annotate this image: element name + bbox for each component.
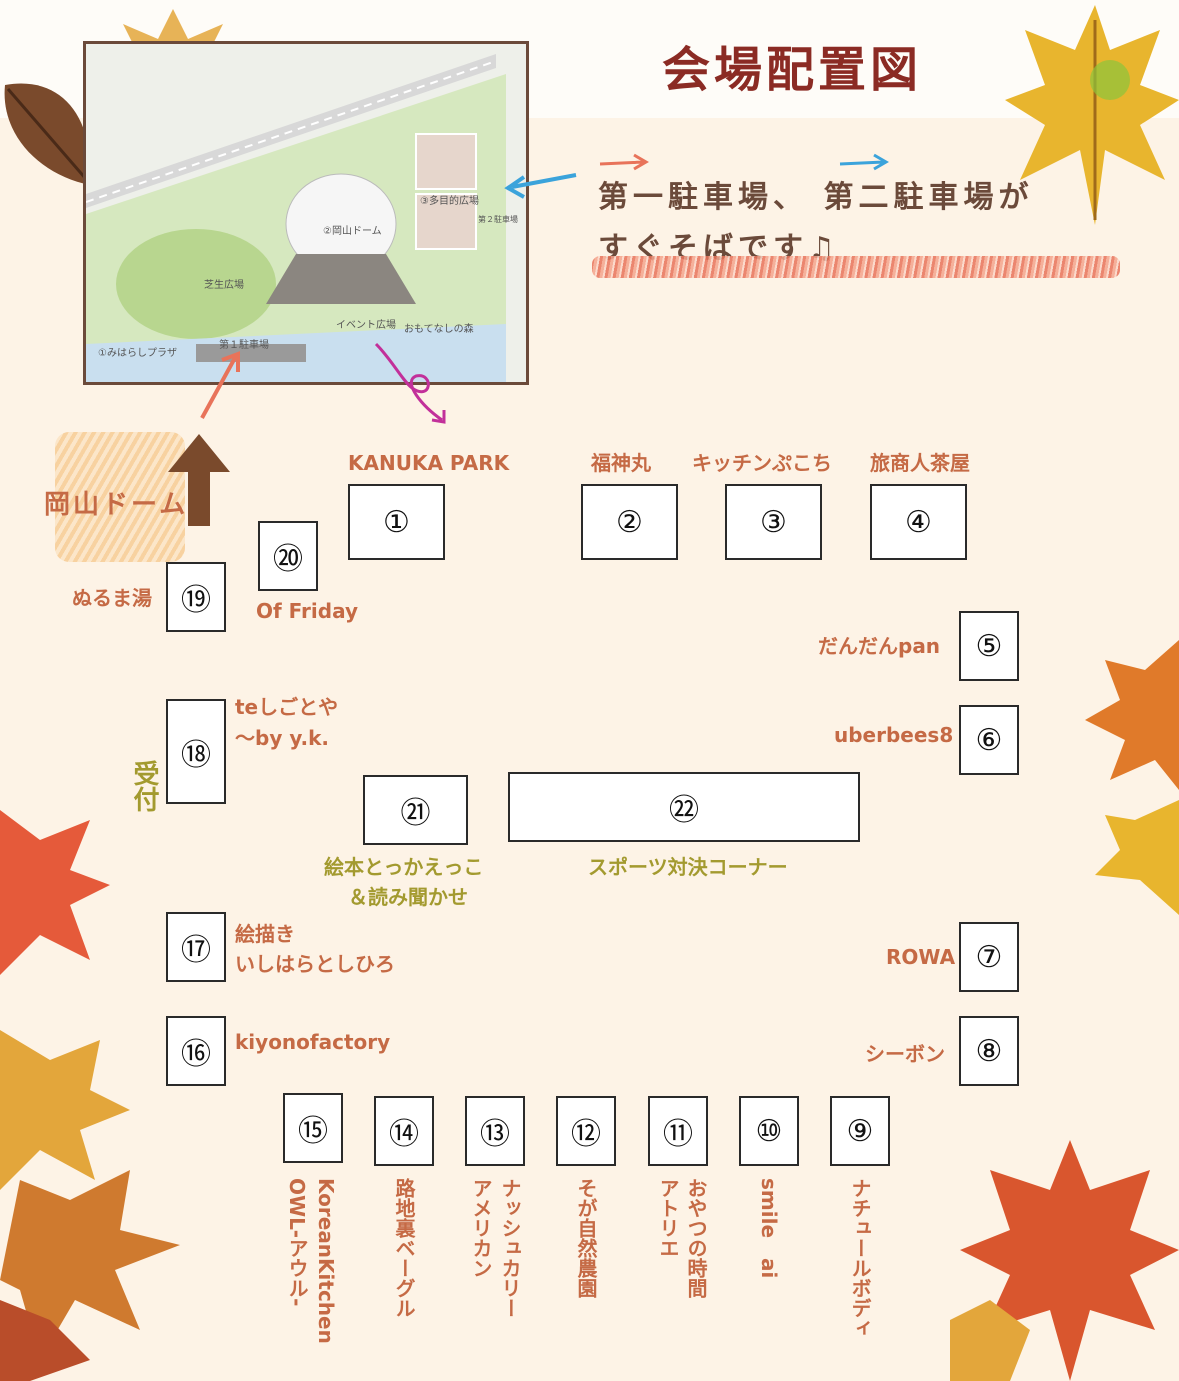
arrow-up-icon xyxy=(168,434,230,526)
dry-leaf-icon xyxy=(4,83,91,185)
booth-12[interactable]: ⑫ xyxy=(556,1096,616,1166)
booth-19-name: ぬるま湯 xyxy=(72,586,152,610)
booth-2[interactable]: ② xyxy=(581,484,678,560)
blue-arrow-icon xyxy=(839,153,889,171)
booth-19[interactable]: ⑲ xyxy=(166,562,226,632)
booth-8[interactable]: ⑧ xyxy=(959,1016,1019,1086)
booth-18[interactable]: ⑱ xyxy=(166,699,226,804)
page-title: 会場配置図 xyxy=(662,42,923,98)
booth-4-name: 旅商人茶屋 xyxy=(870,451,970,475)
orange-arrow-icon xyxy=(599,153,649,171)
booth-16[interactable]: ⑯ xyxy=(166,1016,226,1086)
booth-10[interactable]: ⑩ xyxy=(739,1096,799,1166)
booth-15[interactable]: ⑮ xyxy=(283,1093,343,1163)
booth-7[interactable]: ⑦ xyxy=(959,922,1019,992)
entrance-scribble xyxy=(55,432,185,562)
booth-1[interactable]: ① xyxy=(348,484,445,560)
booth-17-name-line1: 絵描き xyxy=(235,922,295,946)
booth-14-name: 路地裏ベーグル xyxy=(392,1178,416,1318)
booth-15-name-line2: OWL-アウル- xyxy=(285,1178,309,1307)
booth-22-name: スポーツ対決コーナー xyxy=(588,855,788,879)
booth-12-name: そが自然農園 xyxy=(574,1178,598,1298)
booth-6-name: uberbees8 xyxy=(834,723,954,747)
booth-10-name: smile ai xyxy=(757,1178,781,1279)
booth-1-name: KANUKA PARK xyxy=(348,451,510,475)
map-label-miharashi: ①みはらしプラザ xyxy=(98,348,177,359)
booth-11[interactable]: ⑪ xyxy=(648,1096,708,1166)
booth-8-name: シーボン xyxy=(865,1042,945,1066)
map-label-omotenashi: おもてなしの森 xyxy=(404,324,474,335)
maple-leaf-icon xyxy=(0,1030,180,1381)
blue-arrow-icon xyxy=(504,173,577,199)
booth-20-name: Of Friday xyxy=(256,599,359,623)
booth-21[interactable]: ㉑ xyxy=(363,775,468,845)
map-label-parking1: 第１駐車場 xyxy=(219,340,269,351)
booth-15-name-line1: KoreanKitchen xyxy=(314,1178,338,1344)
entrance-label: 岡山ドーム xyxy=(44,490,189,520)
route-arrow-icon xyxy=(374,342,446,424)
booth-3-name: キッチンぷこち xyxy=(692,451,832,475)
booth-20[interactable]: ⑳ xyxy=(258,521,318,591)
booth-18-name-line2: ～by y.k. xyxy=(235,726,330,750)
booth-17-name-line2: いしはらとしひろ xyxy=(235,952,395,976)
booth-13-name-line2: アメリカン xyxy=(469,1178,493,1278)
booth-22[interactable]: ㉒ xyxy=(508,772,860,842)
booth-3[interactable]: ③ xyxy=(725,484,822,560)
booth-11-name-line2: アトリエ xyxy=(656,1178,680,1258)
booth-13-name-line1: ナッシュカリー xyxy=(498,1178,522,1318)
booth-11-name-line1: おやつの時間 xyxy=(684,1178,708,1298)
map-label-plaza: ③多目的広場 xyxy=(420,196,479,207)
orange-arrow-icon xyxy=(200,351,240,419)
booth-6[interactable]: ⑥ xyxy=(959,705,1019,775)
booth-9[interactable]: ⑨ xyxy=(830,1096,890,1166)
booth-21-name-line2: ＆読み聞かせ xyxy=(348,885,468,909)
booth-5-name: だんだんpan xyxy=(818,634,941,658)
booth-18-name-line1: teしごとや xyxy=(235,695,339,719)
maple-leaf-icon xyxy=(1085,640,1179,915)
map-label-event: イベント広場 xyxy=(336,320,396,331)
booth-2-name: 福神丸 xyxy=(591,451,651,475)
booth-13[interactable]: ⑬ xyxy=(465,1096,525,1166)
underline-scribble xyxy=(592,256,1120,278)
maple-leaf-icon xyxy=(0,810,110,975)
booth-4[interactable]: ④ xyxy=(870,484,967,560)
maple-leaf-icon xyxy=(950,1140,1179,1381)
booth-16-name: kiyonofactory xyxy=(235,1030,391,1054)
booth-14[interactable]: ⑭ xyxy=(374,1096,434,1166)
maple-leaf-icon xyxy=(1005,5,1179,225)
booth-7-name: ROWA xyxy=(886,945,956,969)
map-label-lawn: 芝生広場 xyxy=(204,280,244,291)
booth-21-name-line1: 絵本とっかえっこ xyxy=(324,855,484,879)
booth-17[interactable]: ⑰ xyxy=(166,912,226,982)
parking-note-line1: 第一駐車場、 第二駐車場が xyxy=(598,180,1034,215)
reception-label: 受付 xyxy=(129,760,159,812)
map-label-parking2: 第２駐車場 xyxy=(478,215,518,224)
park-map: ②岡山ドーム ③多目的広場 第２駐車場 芝生広場 イベント広場 おもてなしの森 … xyxy=(83,41,529,385)
booth-5[interactable]: ⑤ xyxy=(959,611,1019,681)
booth-9-name: ナチュールボディ xyxy=(848,1178,872,1338)
map-label-dome: ②岡山ドーム xyxy=(323,226,382,237)
